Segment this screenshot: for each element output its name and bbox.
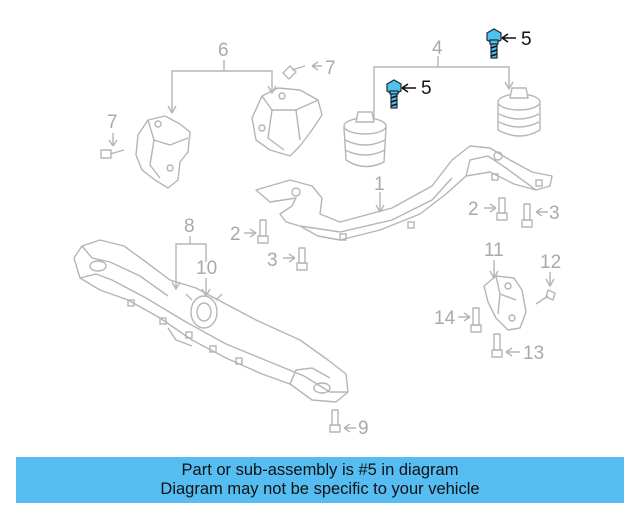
bolt-3-left bbox=[283, 247, 308, 271]
banner-line-1: Part or sub-assembly is #5 in diagram bbox=[181, 461, 459, 479]
mount-bracket-left bbox=[135, 115, 191, 189]
mount-bracket-right bbox=[251, 87, 323, 157]
bolt-2-left bbox=[244, 219, 269, 244]
callout-8: 8 bbox=[184, 216, 195, 237]
engine-mount-right bbox=[497, 87, 541, 137]
engine-mount-left bbox=[343, 111, 387, 168]
bolt-12 bbox=[535, 272, 556, 305]
callout-2-right: 2 bbox=[468, 199, 479, 220]
callout-12: 12 bbox=[540, 252, 561, 273]
callout-2-left: 2 bbox=[230, 224, 241, 245]
callout-1: 1 bbox=[374, 174, 385, 195]
callout-5-upper: 5 bbox=[521, 29, 532, 50]
banner-line-2: Diagram may not be specific to your vehi… bbox=[160, 480, 480, 498]
callout-7-upper: 7 bbox=[325, 58, 336, 79]
transmission-bracket bbox=[483, 275, 527, 331]
bolt-7-upper bbox=[282, 61, 322, 80]
callout-13: 13 bbox=[523, 343, 544, 364]
parts-diagram: 6 7 7 4 5 bbox=[73, 28, 561, 439]
callout-7-left: 7 bbox=[107, 112, 118, 133]
callout-6: 6 bbox=[218, 40, 229, 61]
crossmember bbox=[255, 145, 553, 241]
callout-11: 11 bbox=[484, 240, 504, 261]
callout-3-left: 3 bbox=[267, 250, 278, 271]
bolt-3-right bbox=[521, 203, 548, 228]
bolt-14 bbox=[458, 307, 482, 333]
bolt-2-right bbox=[484, 197, 508, 221]
callout-9: 9 bbox=[358, 418, 369, 439]
callout-3-right: 3 bbox=[549, 203, 560, 224]
callout-14: 14 bbox=[434, 308, 456, 329]
info-banner: Part or sub-assembly is #5 in diagram Di… bbox=[16, 457, 624, 503]
subframe-mount bbox=[185, 293, 223, 329]
bolt-9 bbox=[329, 409, 356, 433]
callout-4: 4 bbox=[432, 38, 443, 59]
bolt-7-left bbox=[100, 133, 125, 159]
callout-5-lower: 5 bbox=[421, 78, 432, 99]
bolt-5-lower[interactable] bbox=[386, 79, 416, 109]
callout-10: 10 bbox=[196, 258, 217, 279]
bolt-5-upper[interactable] bbox=[486, 28, 516, 59]
bolt-13 bbox=[491, 333, 520, 358]
